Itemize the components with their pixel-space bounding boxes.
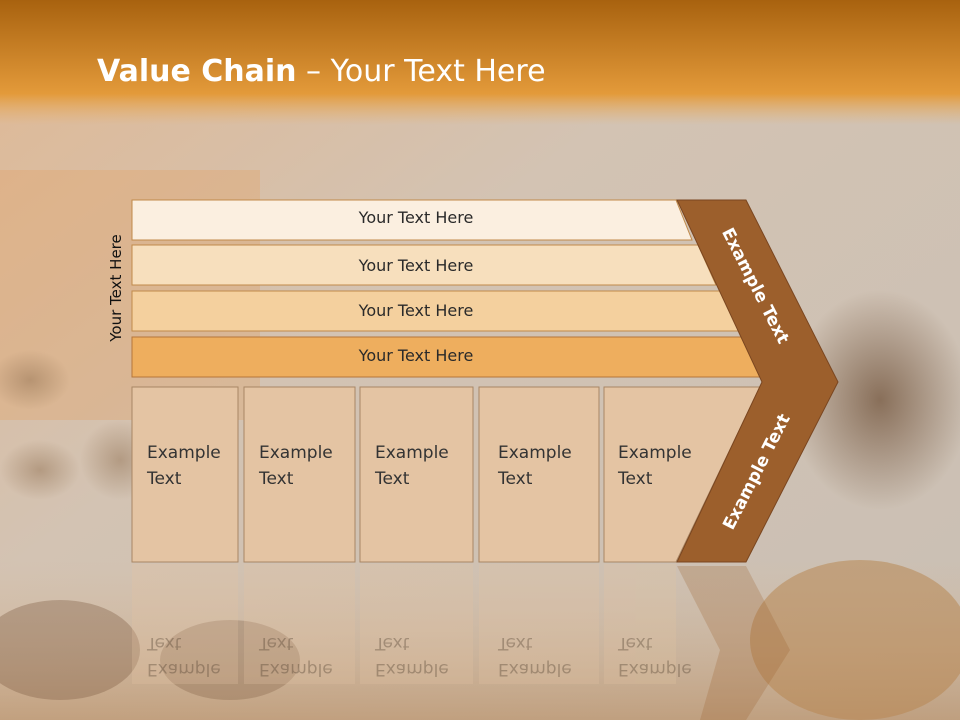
column-5-box: [603, 386, 761, 563]
column-4-line1: Example: [498, 443, 572, 463]
column-2-reflection: Example Text: [259, 630, 333, 682]
slide-title: Value Chain – Your Text Here: [97, 54, 546, 89]
column-4-reflection-line2: Text: [498, 633, 533, 653]
chevron-shape: [676, 199, 839, 563]
chevron-reflection: [677, 566, 790, 720]
column-1-box: [131, 386, 239, 563]
column-1-line1: Example: [147, 443, 221, 463]
column-3-line1: Example: [375, 443, 449, 463]
band-4-label: Your Text Here: [358, 346, 474, 365]
column-3-box: [359, 386, 474, 563]
column-1-reflection: Example Text: [147, 630, 221, 682]
title-rest: – Your Text Here: [296, 54, 546, 89]
column-2-line2: Text: [259, 469, 294, 489]
column-1-text: Example Text: [147, 440, 221, 492]
band-1-shape: [131, 199, 693, 241]
column-2-reflection-line2: Text: [259, 633, 294, 653]
band-1-label: Your Text Here: [358, 208, 474, 227]
column-4-box: [478, 386, 600, 563]
band-2-shape: [131, 244, 717, 286]
column-4-line2: Text: [498, 469, 533, 489]
column-5-line1: Example: [618, 443, 692, 463]
column-3-reflection-line2: Text: [375, 633, 410, 653]
column-5-reflection-line2: Text: [618, 633, 653, 653]
column-5-reflection-line1: Example: [618, 659, 692, 679]
column-3-line2: Text: [375, 469, 410, 489]
title-bold: Value Chain: [97, 54, 297, 89]
column-3-text: Example Text: [375, 440, 449, 492]
column-1-line2: Text: [147, 469, 182, 489]
column-5-reflection: Example Text: [618, 630, 692, 682]
column-3-reflection-line1: Example: [375, 659, 449, 679]
column-4-text: Example Text: [498, 440, 572, 492]
band-3-label: Your Text Here: [358, 301, 474, 320]
column-2-line1: Example: [259, 443, 333, 463]
column-2-reflection-line1: Example: [259, 659, 333, 679]
side-label: Your Text Here: [107, 234, 125, 342]
column-5-line2: Text: [618, 469, 653, 489]
column-5-text: Example Text: [618, 440, 692, 492]
column-2-box: [243, 386, 356, 563]
column-3-reflection: Example Text: [375, 630, 449, 682]
column-2-text: Example Text: [259, 440, 333, 492]
column-4-reflection: Example Text: [498, 630, 572, 682]
column-1-reflection-line2: Text: [147, 633, 182, 653]
band-2-label: Your Text Here: [358, 256, 474, 275]
column-4-reflection-line1: Example: [498, 659, 572, 679]
column-1-reflection-line1: Example: [147, 659, 221, 679]
